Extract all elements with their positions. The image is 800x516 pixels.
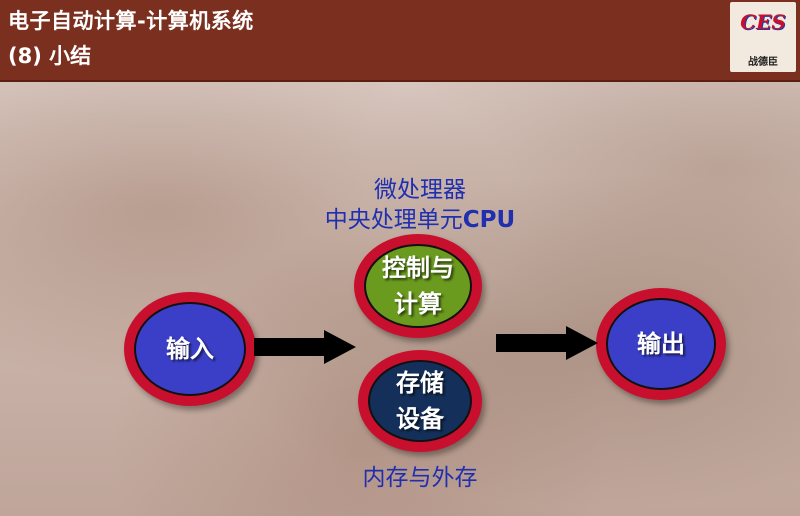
arrow-cpu-to-output xyxy=(496,326,598,360)
slide-header: 电子自动计算-计算机系统 (8) 小结 CES 战德臣 xyxy=(0,0,800,82)
control-compute-node: 控制与 计算 xyxy=(354,234,482,338)
cpu-label-prefix: 中央处理单元 xyxy=(324,207,463,233)
control-node-line1: 控制与 xyxy=(382,254,454,282)
storage-node: 存储 设备 xyxy=(358,350,482,452)
memory-label: 内存与外存 xyxy=(362,465,478,491)
cpu-label: 中央处理单元CPU xyxy=(280,200,560,234)
storage-node-inner: 存储 设备 xyxy=(368,360,472,442)
input-node-inner: 输入 xyxy=(134,302,246,396)
cpu-label-suffix: CPU xyxy=(462,207,516,233)
logo-text: CES xyxy=(740,10,786,34)
slide-title: 电子自动计算-计算机系统 xyxy=(8,9,254,33)
control-compute-node-inner: 控制与 计算 xyxy=(364,244,472,328)
input-node: 输入 xyxy=(124,292,256,406)
arrow-input-to-cpu xyxy=(254,330,356,364)
output-node-inner: 输出 xyxy=(606,298,716,390)
ces-logo: CES 战德臣 xyxy=(730,2,796,72)
storage-node-line1: 存储 xyxy=(396,369,444,397)
slide-subtitle: (8) 小结 xyxy=(8,44,92,68)
input-node-label: 输入 xyxy=(166,335,214,363)
logo-author: 战德臣 xyxy=(748,57,778,68)
output-node-label: 输出 xyxy=(637,330,685,358)
microprocessor-label: 微处理器 xyxy=(374,177,466,203)
control-node-line2: 计算 xyxy=(394,290,442,318)
storage-node-line2: 设备 xyxy=(396,405,444,433)
output-node: 输出 xyxy=(596,288,726,400)
